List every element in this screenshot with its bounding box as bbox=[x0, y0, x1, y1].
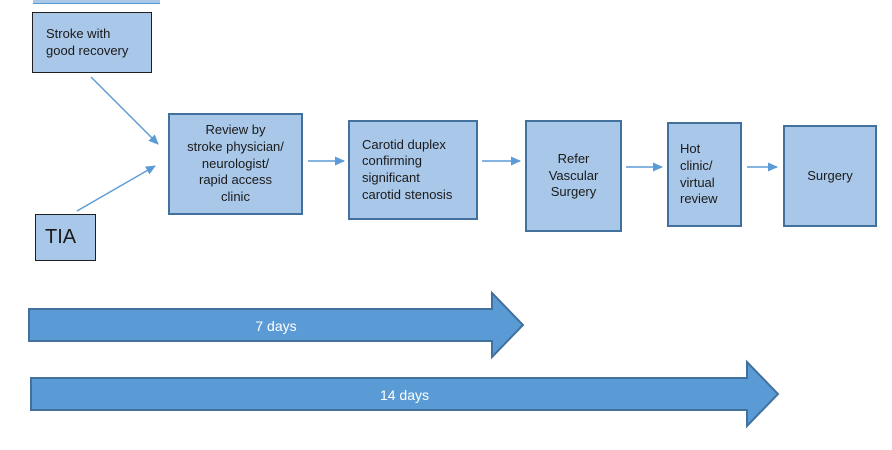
node-label: TIA bbox=[45, 225, 77, 248]
node-stroke-with-good-recovery: Stroke with good recovery bbox=[32, 12, 152, 73]
connector-stroke-to-review bbox=[90, 76, 159, 145]
timeline-arrow-14-days bbox=[30, 359, 780, 429]
connector-tia-to-review bbox=[76, 165, 156, 212]
node-label: Stroke with good recovery bbox=[46, 25, 129, 58]
node-label: Carotid duplex confirming significant ca… bbox=[362, 136, 453, 202]
node-hot-clinic-virtual-review: Hot clinic/ virtual review bbox=[667, 122, 742, 227]
node-label: Surgery bbox=[807, 167, 853, 183]
node-label: Refer Vascular Surgery bbox=[548, 151, 599, 200]
timeline-arrow-7-days bbox=[28, 290, 525, 360]
node-refer-vascular-surgery: Refer Vascular Surgery bbox=[525, 120, 622, 232]
node-tia: TIA bbox=[35, 214, 96, 261]
cutoff-shape-top-edge bbox=[33, 0, 160, 4]
node-label: Hot clinic/ virtual review bbox=[680, 141, 718, 207]
node-review-stroke-physician: Review by stroke physician/ neurologist/… bbox=[168, 113, 303, 215]
node-carotid-duplex: Carotid duplex confirming significant ca… bbox=[348, 120, 478, 220]
node-label: Review by stroke physician/ neurologist/… bbox=[187, 122, 284, 204]
node-surgery: Surgery bbox=[783, 125, 877, 227]
timeline-label-14-days: 14 days bbox=[379, 387, 430, 403]
timeline-label-7-days: 7 days bbox=[255, 318, 297, 334]
